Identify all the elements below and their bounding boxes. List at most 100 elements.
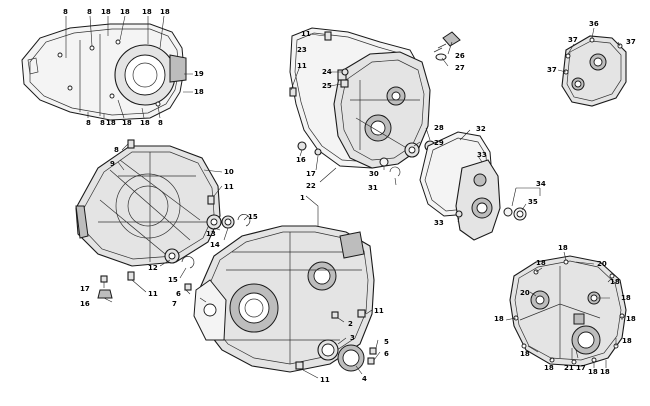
washer-30 bbox=[379, 157, 389, 167]
center-right-leaders bbox=[457, 129, 541, 223]
bushing-16 bbox=[297, 141, 307, 151]
callout-11-d: 11 bbox=[148, 290, 158, 298]
callout-30: 30 bbox=[369, 170, 379, 178]
gear-cover-assembly bbox=[419, 131, 527, 241]
callout-15-b: 15 bbox=[168, 276, 178, 284]
callout-34: 34 bbox=[536, 180, 546, 188]
callout-29: 29 bbox=[434, 139, 444, 147]
callout-4: 4 bbox=[362, 375, 367, 383]
callout-26: 26 bbox=[455, 52, 465, 60]
outer-cover-gasket-assembly bbox=[21, 23, 187, 121]
callout-18-i: 18 bbox=[558, 244, 568, 252]
small-cover bbox=[561, 35, 627, 107]
callout-31: 31 bbox=[368, 184, 378, 192]
callout-23: 23 bbox=[297, 46, 307, 54]
top-center-leaders bbox=[290, 33, 453, 186]
plug-6-left bbox=[184, 283, 192, 291]
top-left-leaders bbox=[65, 15, 193, 119]
callout-11-b: 11 bbox=[297, 62, 307, 70]
callout-3: 3 bbox=[350, 334, 355, 342]
callout-2: 2 bbox=[348, 320, 353, 328]
callout-18-g: 18 bbox=[122, 119, 132, 127]
clutch-housing-assembly bbox=[75, 139, 251, 299]
dowel-8-top bbox=[127, 139, 135, 149]
callout-18-l: 18 bbox=[621, 294, 631, 302]
callout-27: 27 bbox=[455, 64, 465, 72]
dowel-25 bbox=[340, 79, 349, 88]
callout-15-a: 15 bbox=[248, 213, 258, 221]
callout-22: 22 bbox=[306, 182, 316, 190]
callout-18-p: 18 bbox=[520, 350, 530, 358]
callout-18-h: 18 bbox=[140, 119, 150, 127]
callout-20-a: 20 bbox=[597, 260, 607, 268]
callout-18-q: 18 bbox=[544, 364, 554, 372]
dowel-11-lower bbox=[127, 271, 135, 281]
callout-7: 7 bbox=[172, 300, 177, 308]
callout-18-c: 18 bbox=[142, 8, 152, 16]
dowel-11-top bbox=[324, 31, 332, 41]
callout-11-a: 11 bbox=[301, 30, 311, 38]
dipstick-o-ring bbox=[435, 53, 447, 61]
callout-8-e: 8 bbox=[158, 119, 163, 127]
seal-17 bbox=[314, 148, 322, 156]
callout-6-a: 6 bbox=[176, 290, 181, 298]
dowel-33-lower bbox=[455, 210, 463, 218]
callout-11-f: 11 bbox=[320, 376, 330, 384]
callout-11-e: 11 bbox=[374, 307, 384, 315]
dowel-11-left bbox=[289, 87, 297, 97]
dowel-11-right bbox=[357, 309, 366, 318]
callout-12: 12 bbox=[148, 264, 158, 272]
callout-1: 1 bbox=[300, 194, 305, 202]
callout-21: 21 bbox=[564, 364, 574, 372]
callout-18-o: 18 bbox=[622, 337, 632, 345]
small-cover-assembly bbox=[561, 35, 627, 107]
dowel-11-bottom bbox=[295, 361, 304, 370]
callout-18-b: 18 bbox=[120, 8, 130, 16]
callout-17-c: 17 bbox=[576, 364, 586, 372]
callout-33-b: 33 bbox=[434, 219, 444, 227]
callout-20-b: 20 bbox=[520, 289, 530, 297]
callout-18-k: 18 bbox=[610, 278, 620, 286]
dowel-17-lower bbox=[100, 275, 108, 283]
crankcase-half bbox=[199, 225, 375, 373]
callout-8-c: 8 bbox=[86, 119, 91, 127]
callout-18-a: 18 bbox=[101, 8, 111, 16]
callout-25: 25 bbox=[322, 82, 332, 90]
callout-37-b: 37 bbox=[626, 38, 636, 46]
circlip-15-lower bbox=[181, 256, 195, 269]
callout-19: 19 bbox=[194, 70, 204, 78]
callout-18-f: 18 bbox=[106, 119, 116, 127]
crankcase-assembly bbox=[184, 225, 377, 373]
callout-labels: 8 8 18 18 18 18 19 18 8 8 18 18 18 8 11 … bbox=[63, 8, 636, 384]
bottom-right-leaders bbox=[505, 251, 623, 368]
callout-10: 10 bbox=[224, 168, 234, 176]
callout-18-j: 18 bbox=[536, 259, 546, 267]
callout-32: 32 bbox=[476, 125, 486, 133]
callout-11-c: 11 bbox=[224, 183, 234, 191]
callout-17-a: 17 bbox=[306, 170, 316, 178]
dipstick-assembly bbox=[433, 31, 461, 61]
callout-36: 36 bbox=[589, 20, 599, 28]
callout-24: 24 bbox=[322, 68, 332, 76]
callout-8-b: 8 bbox=[87, 8, 92, 16]
callout-13: 13 bbox=[206, 230, 216, 238]
o-ring-24 bbox=[341, 68, 349, 76]
callout-18-e: 18 bbox=[194, 88, 204, 96]
callout-33-a: 33 bbox=[477, 151, 487, 159]
circlip-31 bbox=[389, 166, 401, 177]
callout-14: 14 bbox=[210, 241, 220, 249]
callout-6-b: 6 bbox=[384, 350, 389, 358]
callout-5: 5 bbox=[384, 338, 389, 346]
callout-17-b: 17 bbox=[80, 285, 90, 293]
callout-18-m: 18 bbox=[494, 315, 504, 323]
callout-8-a: 8 bbox=[63, 8, 68, 16]
washer-35-inner bbox=[503, 207, 513, 217]
callout-18-s: 18 bbox=[600, 368, 610, 376]
callout-37-c: 37 bbox=[547, 66, 557, 74]
plug-5 bbox=[369, 347, 377, 355]
dowel-2 bbox=[331, 311, 339, 319]
callout-37-a: 37 bbox=[568, 36, 578, 44]
callout-18-r: 18 bbox=[588, 368, 598, 376]
top-right-leaders bbox=[557, 27, 621, 73]
